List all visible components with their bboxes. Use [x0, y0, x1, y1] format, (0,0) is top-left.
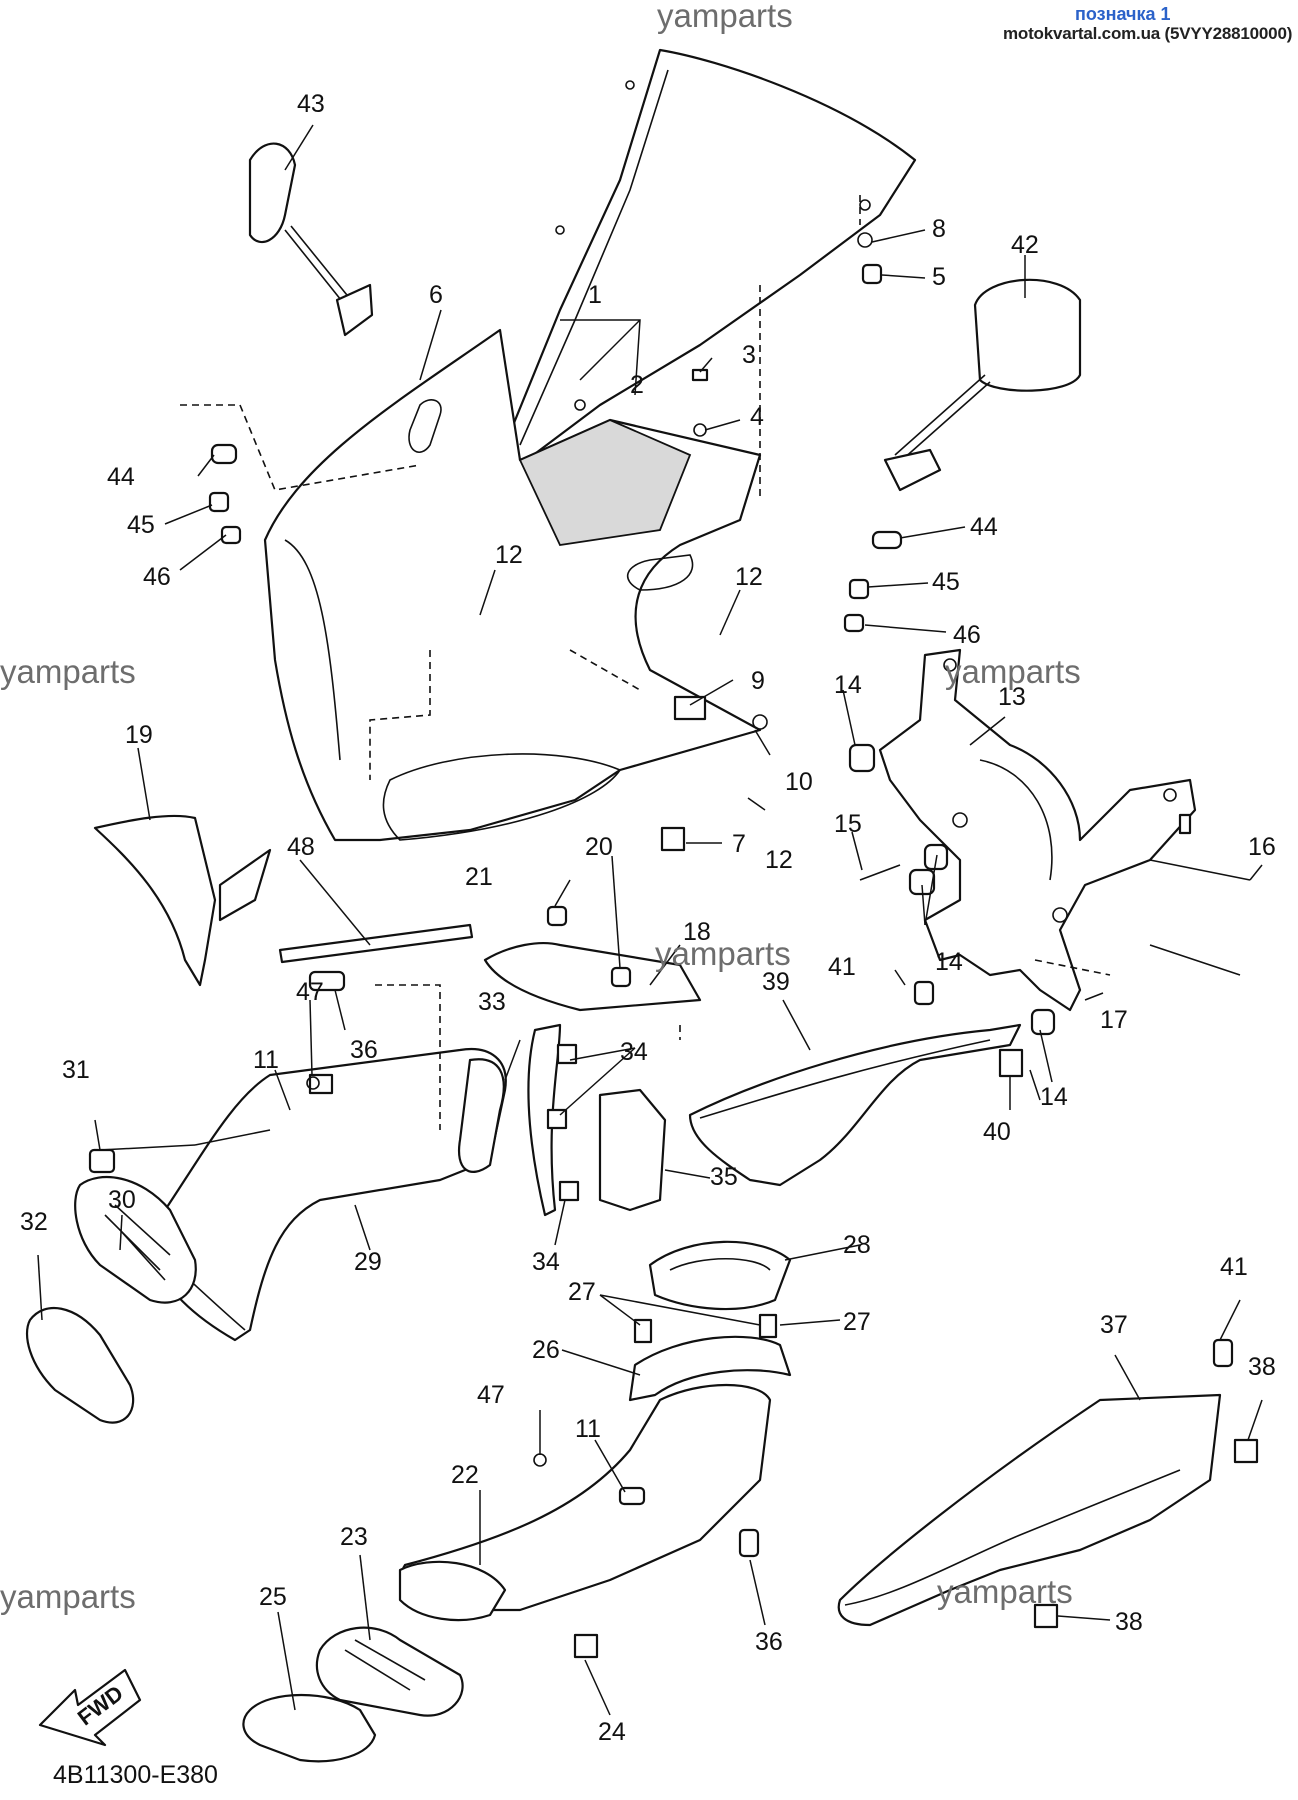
callout-16: 16: [1248, 833, 1276, 861]
callout-41a: 41: [828, 953, 856, 981]
callout-46a: 46: [143, 563, 171, 591]
callout-44b: 44: [970, 513, 998, 541]
callout-30: 30: [108, 1186, 136, 1214]
callout-32: 32: [20, 1208, 48, 1236]
callout-14b: 14: [935, 948, 963, 976]
inner-panel-19: [93, 814, 272, 987]
callout-21: 21: [465, 863, 493, 891]
callout-4: 4: [750, 403, 764, 431]
callout-17: 17: [1100, 1006, 1128, 1034]
upper-cowling: [263, 328, 762, 842]
intake-30: [74, 1175, 197, 1304]
air-duct-29: [143, 1047, 507, 1342]
seal-28: [648, 1240, 792, 1311]
callout-36a: 36: [350, 1036, 378, 1064]
callout-48: 48: [287, 833, 315, 861]
callout-45a: 45: [127, 511, 155, 539]
callout-27a: 27: [568, 1278, 596, 1306]
callout-13: 13: [998, 683, 1026, 711]
callout-18: 18: [683, 918, 711, 946]
fasteners: [88, 232, 1259, 1659]
watermark: yamparts: [0, 653, 136, 690]
callout-38b: 38: [1115, 1608, 1143, 1636]
seal-32: [26, 1306, 135, 1424]
leader-lines: [37, 124, 1263, 1716]
fwd-arrow: FWD: [38, 1668, 142, 1747]
callout-41b: 41: [1220, 1253, 1248, 1281]
callout-26: 26: [532, 1336, 560, 1364]
callout-28: 28: [843, 1231, 871, 1259]
under-cowling-37: [837, 1393, 1222, 1627]
callout-40: 40: [983, 1118, 1011, 1146]
damper-parts: [848, 743, 1251, 1036]
cowling-stay: [878, 648, 1197, 1012]
watermark: yamparts: [655, 935, 791, 972]
drawing-code: 4B11300-E380: [53, 1761, 218, 1789]
callout-23: 23: [340, 1523, 368, 1551]
watermark: yamparts: [937, 1573, 1073, 1610]
watermark: yamparts: [945, 653, 1081, 690]
callout-31: 31: [62, 1056, 90, 1084]
inner-cover-18: [483, 942, 702, 1012]
callout-9: 9: [751, 667, 765, 695]
mirror-right: [883, 278, 1082, 492]
intake-23: [315, 1626, 464, 1717]
callout-34a: 34: [620, 1038, 648, 1066]
callout-27b: 27: [843, 1308, 871, 1336]
callout-47a: 47: [296, 978, 324, 1006]
callout-20: 20: [585, 833, 613, 861]
callout-29: 29: [354, 1248, 382, 1276]
mirror-left: [248, 142, 374, 337]
callout-8: 8: [932, 215, 946, 243]
side-cowling-39: [688, 1023, 1022, 1187]
watermarks: yamparts yamparts yamparts yamparts yamp…: [0, 0, 1081, 1615]
bracket-35: [598, 1088, 667, 1212]
callout-47b: 47: [477, 1381, 505, 1409]
seal-25: [242, 1693, 377, 1763]
watermark: yamparts: [0, 1578, 136, 1615]
air-duct-22: [398, 1383, 772, 1622]
callout-35: 35: [710, 1163, 738, 1191]
callout-1: 1: [588, 281, 602, 309]
callout-22: 22: [451, 1461, 479, 1489]
callout-6: 6: [429, 281, 443, 309]
callout-44a: 44: [107, 463, 135, 491]
callout-3: 3: [742, 341, 756, 369]
callout-38a: 38: [1248, 1353, 1276, 1381]
callout-12c: 12: [765, 846, 793, 874]
callout-5: 5: [932, 263, 946, 291]
callout-33: 33: [478, 988, 506, 1016]
callout-10: 10: [785, 768, 813, 796]
seal-26: [628, 1335, 792, 1402]
assembly-lines: [180, 195, 1111, 1130]
callout-46b: 46: [953, 621, 981, 649]
callout-19: 19: [125, 721, 153, 749]
callout-15: 15: [834, 810, 862, 838]
callout-2: 2: [630, 371, 644, 399]
callout-11b: 11: [575, 1415, 601, 1443]
callout-12a: 12: [495, 541, 523, 569]
windscreen: [503, 48, 917, 467]
callout-37: 37: [1100, 1311, 1128, 1339]
callout-labels: 43 6 1 2 3 4 8 5 42 44 45 46 12 12 9 10 …: [20, 90, 1276, 1746]
callout-11a: 11: [253, 1046, 279, 1074]
header-label: позначка 1: [1075, 4, 1171, 24]
callout-7: 7: [732, 830, 746, 858]
watermark: yamparts: [657, 0, 793, 34]
callout-14c: 14: [1040, 1083, 1068, 1111]
callout-42: 42: [1011, 231, 1039, 259]
callout-12b: 12: [735, 563, 763, 591]
callout-39: 39: [762, 968, 790, 996]
callout-45b: 45: [932, 568, 960, 596]
callout-34b: 34: [532, 1248, 560, 1276]
callout-14a: 14: [834, 671, 862, 699]
callout-24: 24: [598, 1718, 626, 1746]
callout-43: 43: [297, 90, 325, 118]
header-source: motokvartal.com.ua (5VYY28810000): [1003, 24, 1293, 43]
callout-25: 25: [259, 1583, 287, 1611]
trim-strip-48: [278, 923, 474, 964]
callout-36b: 36: [755, 1628, 783, 1656]
